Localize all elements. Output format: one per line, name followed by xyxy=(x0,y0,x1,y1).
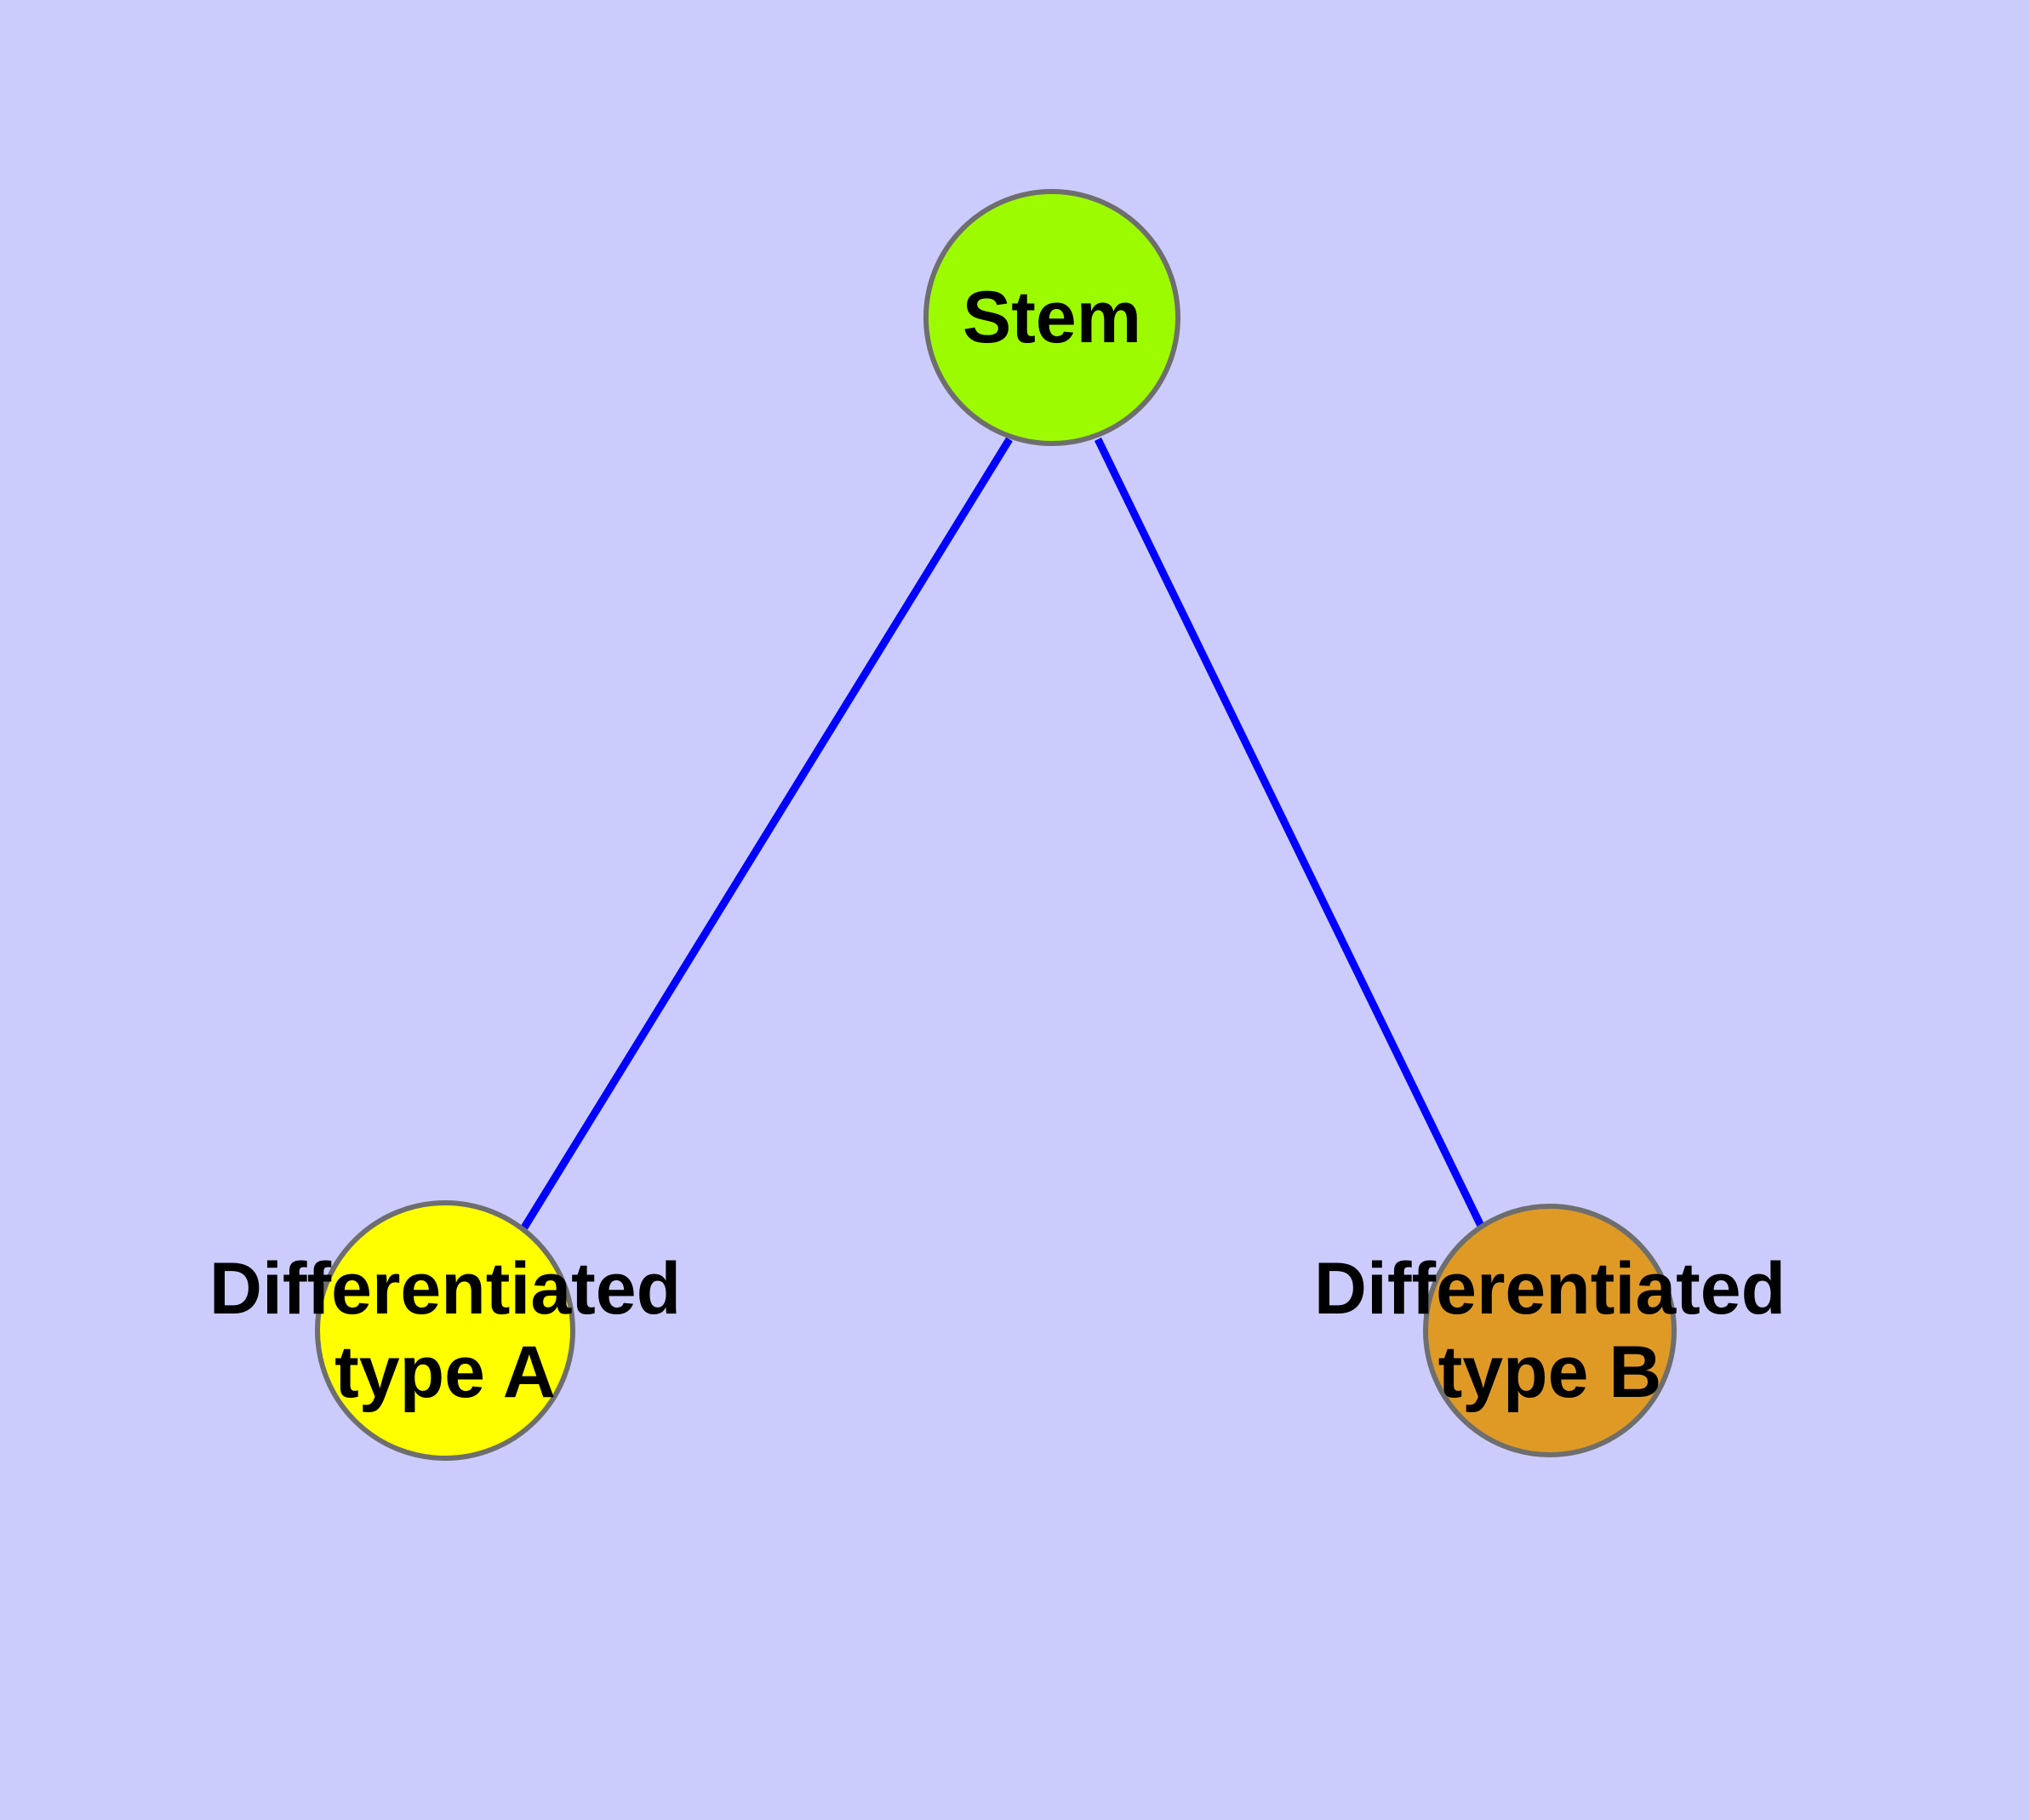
edge-stem-to-diff-a xyxy=(521,437,1013,1230)
node-differentiated-type-a[interactable] xyxy=(315,1200,575,1461)
node-differentiated-type-b[interactable] xyxy=(1423,1204,1677,1457)
node-stem[interactable] xyxy=(923,189,1180,446)
edge-stem-to-diff-b xyxy=(1094,438,1485,1228)
